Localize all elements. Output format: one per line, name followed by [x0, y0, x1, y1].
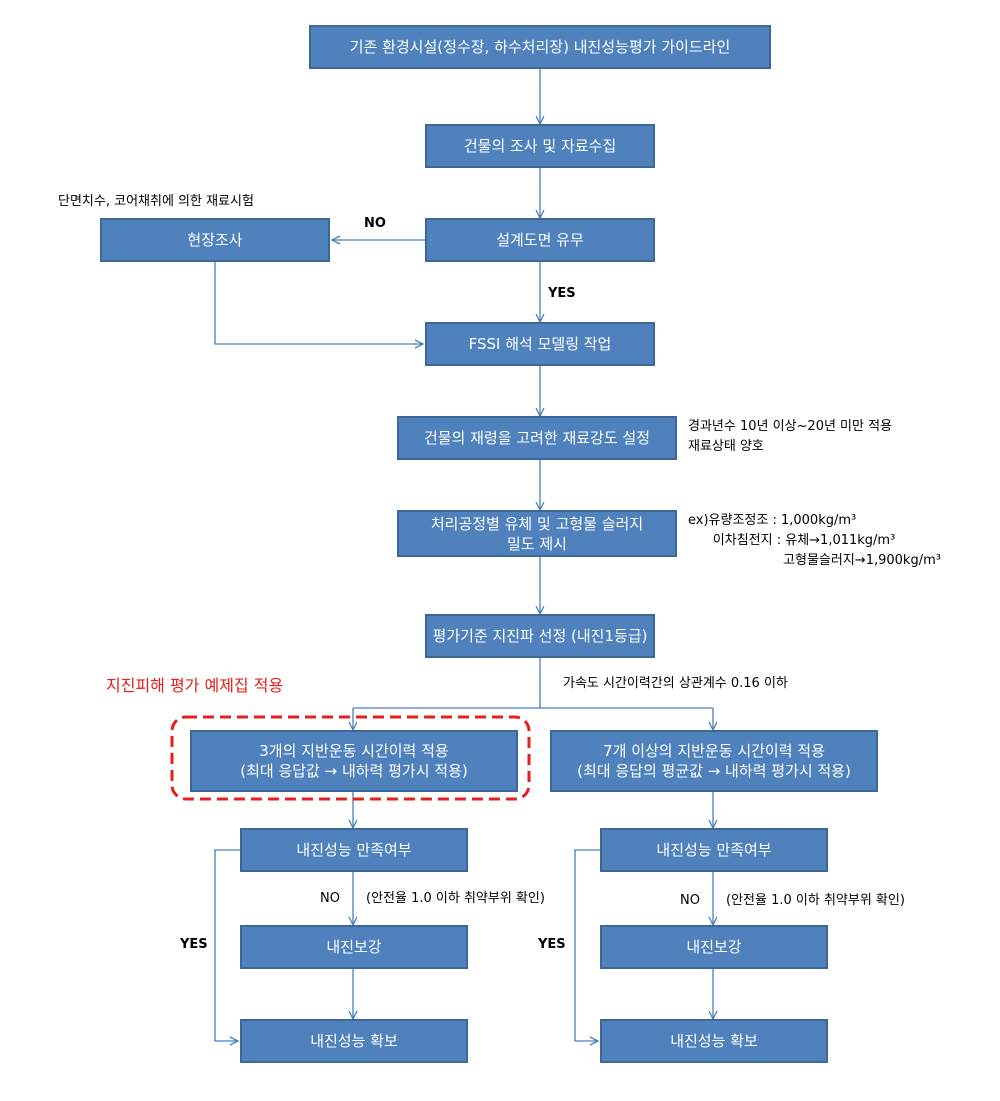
no-right-label: NO [680, 893, 700, 908]
arrow-yes-right [574, 849, 600, 1041]
secure-right-box: 내진성능 확보 [600, 1019, 828, 1063]
safety-left-note: (안전율 1.0 이하 취약부위 확인) [366, 891, 545, 906]
secure-left-box: 내진성능 확보 [240, 1019, 468, 1063]
material-note: 경과년수 10년 이상~20년 미만 적용 재료상태 양호 [688, 419, 893, 454]
seven-ground-motion-box: 7개 이상의 지반운동 시간이력 적용 (최대 응답의 평균값 → 내하력 평가… [550, 730, 878, 792]
no-left-label: NO [320, 891, 340, 906]
example-applied-label: 지진피해 평가 예제집 적용 [106, 676, 284, 695]
three-ground-motion-box: 3개의 지반운동 시간이력 적용 (최대 응답값 → 내하력 평가시 적용) [190, 730, 518, 792]
satisfy-left-box: 내진성능 만족여부 [240, 828, 468, 872]
guideline-box: 기존 환경시설(정수장, 하수처리장) 내진성능평가 가이드라인 [309, 25, 771, 69]
reinforce-right-box: 내진보강 [600, 925, 828, 969]
survey-box: 건물의 조사 및 자료수집 [425, 124, 655, 168]
density-note: ex)유량조정조 : 1,000kg/m³ 이차침전지 : 유체→1,011kg… [688, 513, 941, 568]
field-survey-box: 현장조사 [100, 218, 330, 262]
yes-drawings-label: YES [548, 286, 576, 301]
field-survey-note: 단면치수, 코어채취에 의한 재료시험 [58, 194, 254, 209]
safety-right-note: (안전율 1.0 이하 취약부위 확인) [726, 893, 905, 908]
earthquake-box: 평가기준 지진파 선정 (내진1등급) [425, 614, 655, 658]
correlation-note: 가속도 시간이력간의 상관계수 0.16 이하 [563, 676, 788, 691]
satisfy-right-box: 내진성능 만족여부 [600, 828, 828, 872]
drawings-box: 설계도면 유무 [425, 218, 655, 262]
reinforce-left-box: 내진보강 [240, 925, 468, 969]
yes-left-label: YES [180, 937, 208, 952]
highlight-dashed-frame [170, 715, 531, 801]
fssi-box: FSSI 해석 모델링 작업 [425, 322, 655, 366]
arrow-yes-left [214, 849, 240, 1041]
no-drawings-label: NO [364, 216, 386, 231]
density-box: 처리공정별 유체 및 고형물 슬러지 밀도 제시 [397, 510, 677, 557]
arrow-field-fssi [214, 262, 423, 344]
material-strength-box: 건물의 재령을 고려한 재료강도 설정 [397, 416, 677, 460]
yes-right-label: YES [538, 937, 566, 952]
